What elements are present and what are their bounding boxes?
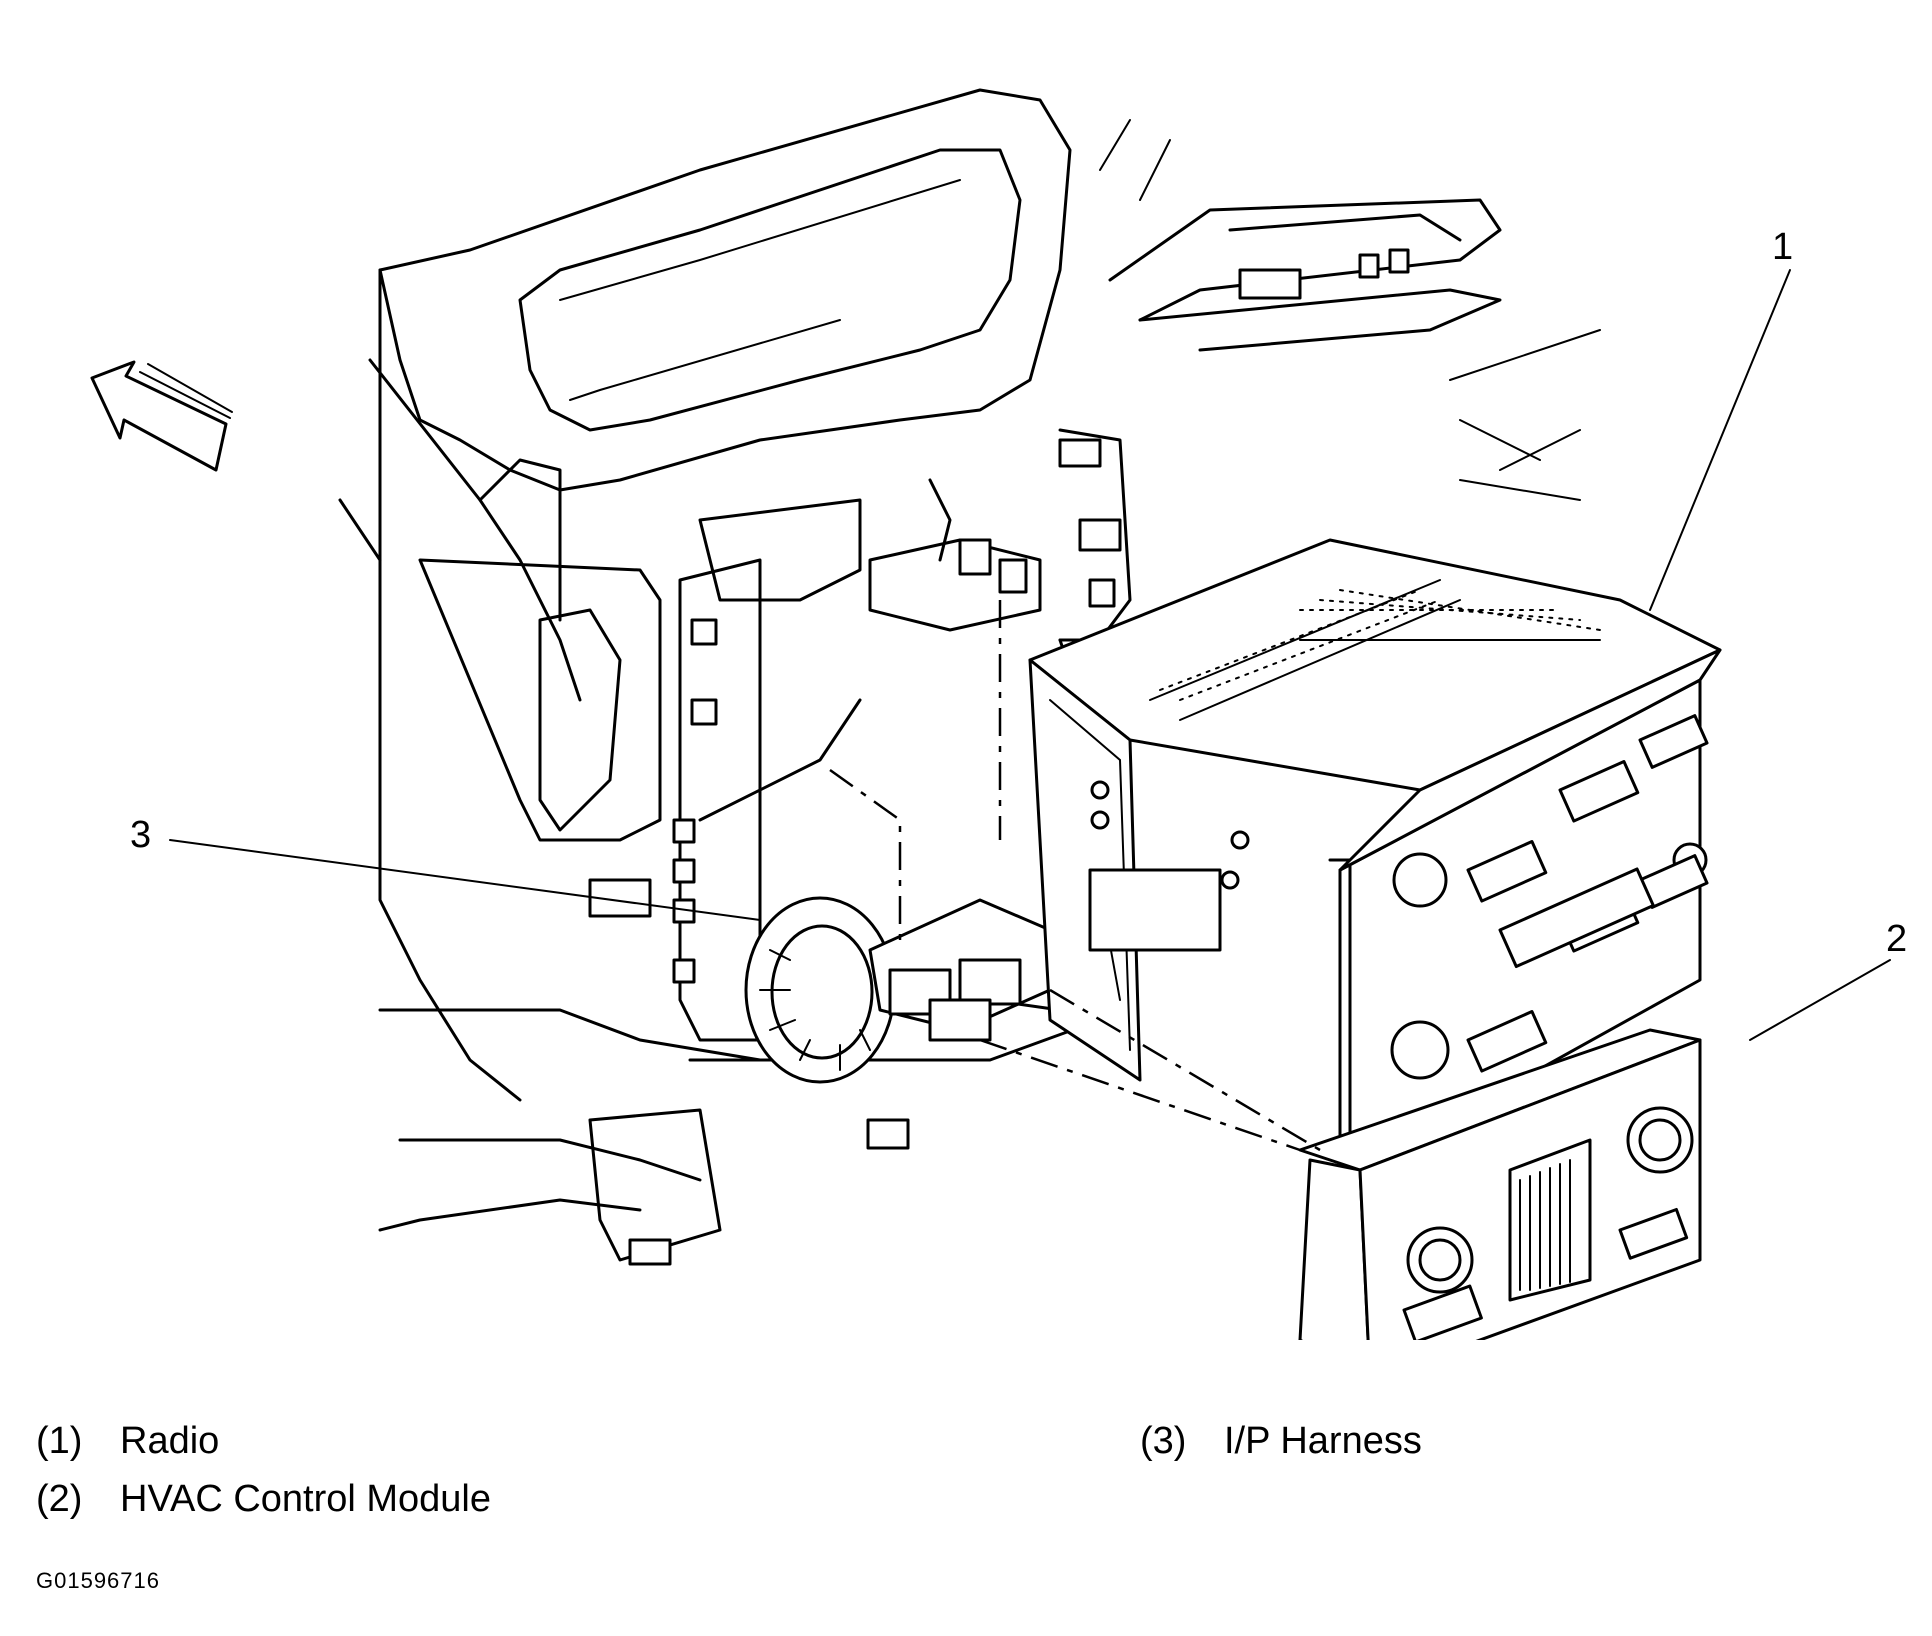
callout-2: 2 xyxy=(1886,918,1908,960)
leader-line-2 xyxy=(1749,959,1891,1041)
legend-index: (1) xyxy=(36,1420,83,1462)
legend-index: (2) xyxy=(36,1478,83,1520)
figure-id: G01596716 xyxy=(36,1568,160,1593)
hvac-control-module xyxy=(1298,1028,1702,1340)
forward-arrow-icon xyxy=(90,360,233,472)
upper-connector xyxy=(868,478,1042,632)
exploded-view-drawing xyxy=(90,88,1891,1340)
leader-line-3 xyxy=(169,839,761,921)
callout-1: 1 xyxy=(1772,226,1794,268)
callout-3: 3 xyxy=(130,814,152,856)
leader-line-1 xyxy=(1649,269,1791,611)
legend-item-ip-harness: (3) I/P Harness xyxy=(1140,1422,1422,1460)
legend-index: (3) xyxy=(1140,1420,1187,1462)
legend-label: Radio xyxy=(120,1420,220,1462)
legend-label: HVAC Control Module xyxy=(120,1478,492,1520)
instrument-panel xyxy=(338,88,1601,1266)
legend-item-radio: (1) Radio xyxy=(36,1422,219,1460)
legend-label: I/P Harness xyxy=(1224,1420,1422,1462)
legend-item-hvac-control-module: (2) HVAC Control Module xyxy=(36,1480,491,1518)
ip-harness xyxy=(744,896,1052,1084)
radio xyxy=(1028,538,1722,1182)
